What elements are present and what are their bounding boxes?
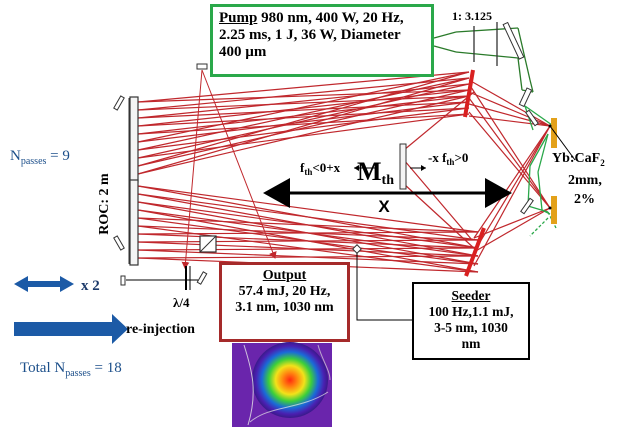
crystal-mount-mirror-1 (525, 109, 539, 127)
pump-line1-text: 980 nm, 400 W, 20 Hz, (257, 10, 404, 26)
pump-line-3: 400 µm (219, 44, 267, 60)
roc-label: ROC: 2 m (97, 173, 112, 235)
beam-cross-b-2 (473, 125, 551, 267)
beam-to-crystal-top-0 (468, 79, 551, 127)
seeder-connector-line (356, 253, 412, 321)
beam-cross-a-1 (468, 97, 551, 209)
pump-path-line-2 (201, 69, 277, 259)
crystal-top (551, 118, 557, 148)
beam-upper-x-9 (137, 95, 470, 175)
beam-to-crystal-bot-1 (473, 207, 551, 253)
fold-mirror-top-left (113, 95, 125, 111)
total-passes-label: Total Npasses = 18 (20, 360, 122, 379)
polarizer-cube (199, 235, 217, 253)
pump-path-line-1 (181, 69, 203, 269)
crystal-label-leader (549, 125, 576, 161)
output-line-2: 3.1 nm, 1030 nm (235, 300, 334, 315)
seeder-line-2: 3-5 nm, 1030 (434, 320, 508, 335)
beam-upper-8 (137, 71, 470, 167)
beam-upper-9 (137, 77, 470, 175)
beam-upper-x-3 (137, 107, 470, 127)
crystal-label: Yb:CaF2 2mm, 2% (552, 151, 608, 207)
crystal-bottom (551, 196, 557, 224)
pump-telescope (433, 22, 534, 93)
threshold-x-mark: X (378, 197, 390, 216)
beam-upper-x-6 (137, 77, 470, 151)
beam-cross-a-0 (468, 83, 551, 209)
beam-mth-3 (403, 159, 473, 241)
beam-mth-1 (403, 91, 475, 151)
beam-lower-x-5 (137, 225, 479, 241)
reinjection-arrow (14, 314, 128, 344)
beam-upper-0 (137, 71, 470, 103)
n-passes-label: Npasses = 9 (10, 148, 70, 167)
end-mirror-small (120, 275, 126, 286)
x2-label: x 2 (81, 278, 100, 294)
quarter-wave-plate (185, 266, 191, 290)
pump-green-beams (524, 105, 557, 237)
beam-lower-x-8 (137, 249, 479, 265)
seeder-line-3: nm (461, 336, 481, 351)
beam-upper-6 (137, 107, 470, 151)
seeder-info-box: Seeder 100 Hz,1.1 mJ, 3-5 nm, 1030 nm (412, 282, 530, 360)
roc-mirror-top (128, 96, 139, 183)
beam-upper-x-7 (137, 83, 470, 159)
threshold-mirror-label: Mth (357, 157, 394, 188)
pump-line-1: Pump 980 nm, 400 W, 20 Hz, (219, 10, 425, 27)
beam-upper-x-0 (137, 89, 470, 103)
reinjection-label: re-injection (126, 322, 195, 337)
beam-to-crystal-bot-0 (473, 207, 551, 239)
red-mirror-bottom (464, 227, 486, 277)
fold-mirror-bottom-left (113, 235, 125, 251)
lambda-quarter-label: λ/4 (173, 295, 190, 310)
pump-fold-mirror-2 (518, 87, 533, 108)
beam-upper-x-8 (137, 89, 470, 167)
seeder-line-1: 100 Hz,1.1 mJ, (428, 304, 514, 319)
pump-line-2: 2.25 ms, 1 J, 36 W, Diameter (219, 27, 401, 43)
beam-upper-x-2 (137, 101, 470, 119)
pump-title: Pump (219, 10, 258, 26)
seeder-injection-mirror (352, 244, 362, 254)
beam-lower-x-7 (137, 241, 479, 257)
double-arrow-x2 (14, 276, 74, 292)
crystal-mount-mirror-2 (520, 197, 534, 215)
beam-lower-x-6 (137, 233, 479, 249)
output-line-1: 57.4 mJ, 20 Hz, (238, 284, 331, 299)
pump-info-box: Pump 980 nm, 400 W, 20 Hz, 2.25 ms, 1 J,… (210, 4, 434, 77)
threshold-right-label: -x fth>0 (428, 150, 468, 167)
beam-upper-x-1 (137, 95, 470, 111)
beam-cross-b-0 (473, 125, 551, 239)
beam-lower-x-4 (137, 217, 479, 233)
roc-mirror-bottom (128, 179, 139, 266)
output-title: Output (262, 268, 307, 283)
beam-cross-a-2 (468, 111, 551, 209)
output-info-box: Output 57.4 mJ, 20 Hz, 3.1 nm, 1030 nm (219, 262, 350, 342)
reinjection-mirror (196, 271, 208, 285)
threshold-left-label: fth<0+x (300, 160, 341, 177)
red-mirror-top (463, 69, 475, 118)
beam-cross-b-1 (473, 125, 551, 253)
laser-beam-profile-image (232, 342, 332, 427)
seeder-title: Seeder (451, 288, 491, 303)
top-small-mirror (196, 63, 208, 70)
pump-fold-mirror-1 (502, 21, 525, 60)
beam-lower-0 (137, 185, 479, 233)
threshold-mirror (399, 143, 407, 190)
beam-upper-x-5 (137, 71, 470, 143)
telescope-ratio-label: 1: 3.125 (452, 9, 492, 23)
